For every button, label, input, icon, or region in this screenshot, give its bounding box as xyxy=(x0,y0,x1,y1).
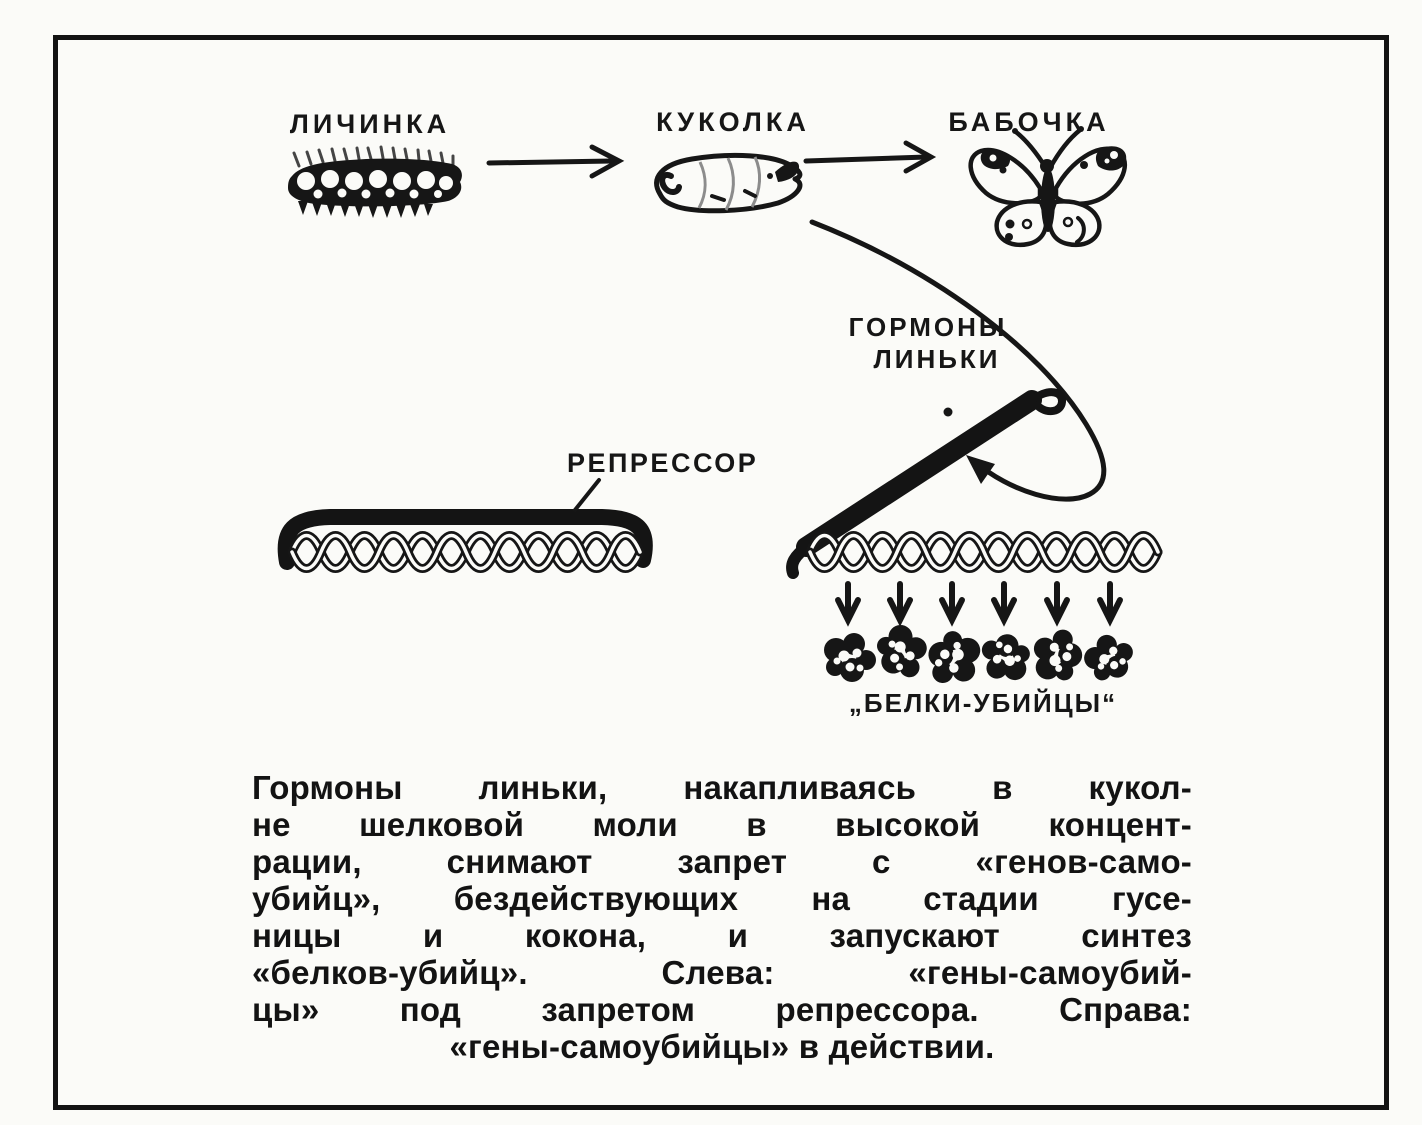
label-repressor: РЕПРЕССОР xyxy=(567,448,759,478)
dna-helix-left xyxy=(287,531,645,573)
repressor-bar xyxy=(277,509,653,570)
label-larva: ЛИЧИНКА xyxy=(289,109,451,139)
caterpillar-hairs xyxy=(292,145,455,168)
caption-line: не шелковой моли в высокой концент- xyxy=(252,806,1192,843)
caption-line: «белков-убийц». Слева: «гены-самоубий- xyxy=(252,954,1192,991)
arrow-larva-to-pupa xyxy=(486,144,625,179)
caption-line: цы» под запретом репрессора. Справа: xyxy=(252,991,1192,1028)
caption-line: ницы и кокона, и запускают синтез xyxy=(252,917,1192,954)
caption-line: рации, снимают запрет с «генов-само- xyxy=(252,843,1192,880)
diagram-frame xyxy=(53,35,1389,1110)
gene-repressed-left xyxy=(277,478,653,573)
caterpillar-legs xyxy=(298,201,433,218)
caption-line: убийц», бездействующих на стадии гусе- xyxy=(252,880,1192,917)
dna-helix-right xyxy=(805,531,1163,573)
figure-caption: Гормоны линьки, накапливаясь в кукол- не… xyxy=(252,769,1192,1065)
arrow-pupa-to-butterfly xyxy=(803,140,937,174)
pupa-illustration xyxy=(654,152,803,214)
gene-active-right xyxy=(786,388,1163,696)
caption-line: Гормоны линьки, накапливаясь в кукол- xyxy=(252,769,1192,806)
label-pupa: КУКОЛКА xyxy=(656,107,810,137)
ink-dot xyxy=(943,407,953,417)
killer-protein-blobs xyxy=(824,617,1142,696)
synthesis-arrows xyxy=(835,581,1123,627)
label-molting-hormones-line2: ЛИНЬКИ xyxy=(873,344,1001,374)
label-butterfly: БАБОЧКА xyxy=(948,107,1110,137)
label-molting-hormones-line1: ГОРМОНЫ xyxy=(848,312,1008,342)
label-killer-proteins: „БЕЛКИ-УБИЙЦЫ“ xyxy=(848,688,1118,718)
caterpillar-illustration xyxy=(288,145,462,218)
repressor-callout-line xyxy=(573,478,601,512)
hormone-flow-arrow xyxy=(809,219,1107,502)
butterfly-illustration xyxy=(968,126,1127,248)
repressor-bar-foot xyxy=(786,540,814,579)
caption-line: «гены-самоубийцы» в действии. xyxy=(449,1028,995,1065)
repressor-bar-hook xyxy=(1028,388,1066,416)
repressor-lifted-bar xyxy=(796,390,1042,557)
